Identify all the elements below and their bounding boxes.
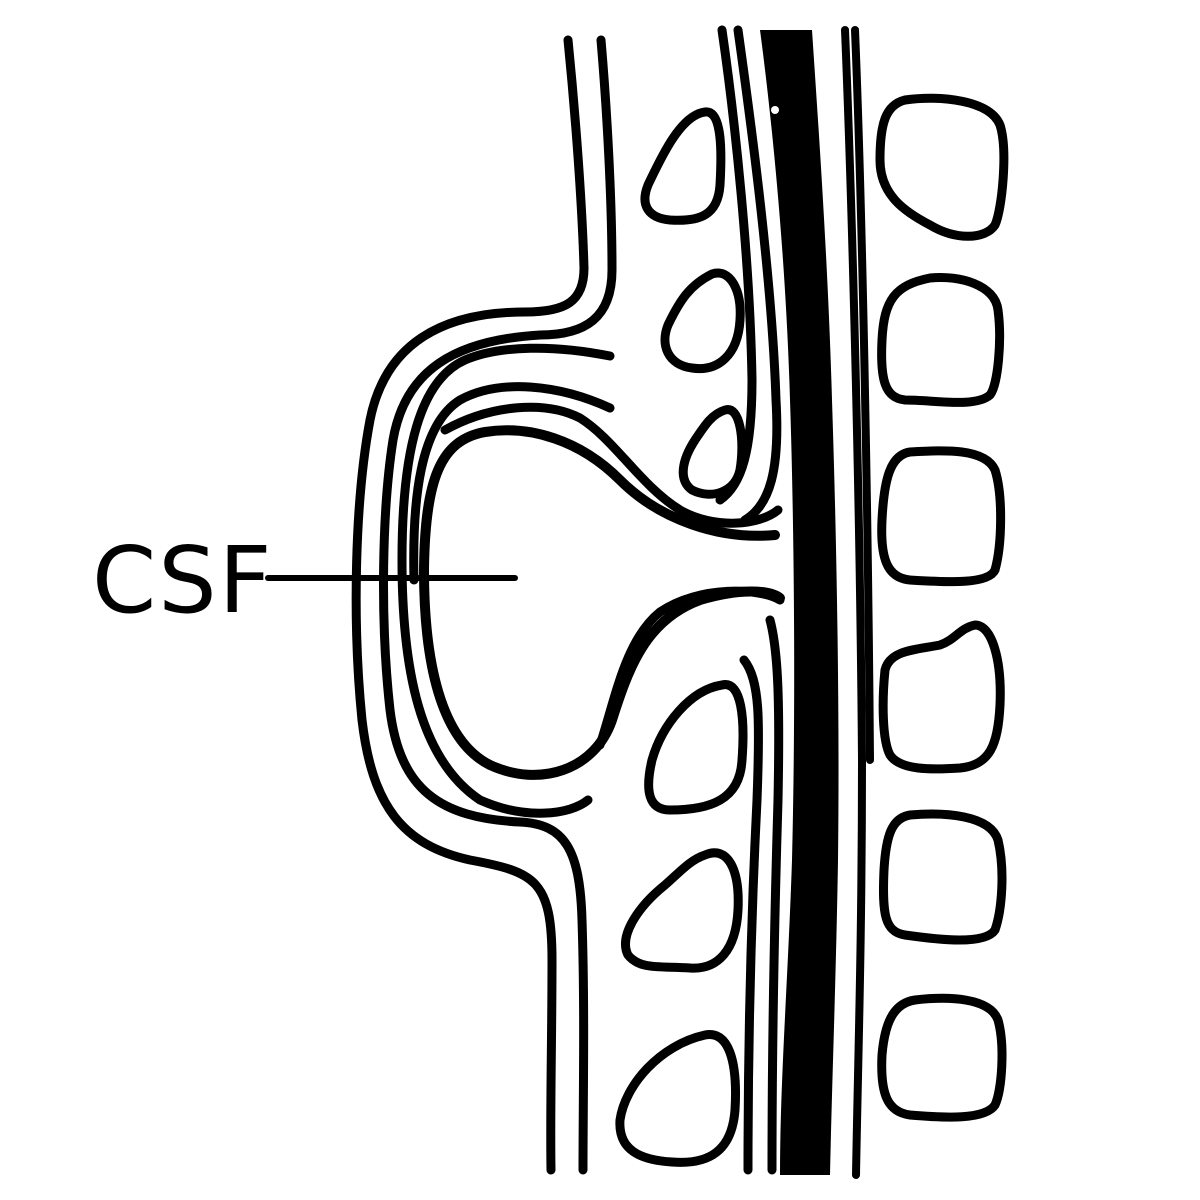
posterior-element-6: [615, 1030, 740, 1167]
dura-line: [397, 343, 615, 818]
anterior-line-2: [851, 26, 874, 764]
posterior-element-3: [678, 405, 747, 499]
spinal-cord: [760, 30, 839, 1175]
posterior-element-5: [621, 848, 743, 973]
posterior-element-2: [660, 268, 745, 374]
vertebral-body-5: [878, 809, 1007, 945]
anterior-line-1: [841, 26, 866, 1179]
vertebral-body-3: [877, 446, 1006, 587]
vertebral-body-6: [877, 993, 1007, 1122]
cord-highlight: [771, 106, 779, 114]
arachnoid-line: [409, 382, 615, 585]
canal-line-lower-inner: [765, 615, 784, 1175]
vertebral-body-2: [877, 272, 1005, 407]
csf-label: CSF: [92, 527, 274, 634]
posterior-element-1: [640, 107, 726, 225]
posterior-element-4: [644, 680, 748, 815]
skin-outer-line: [351, 35, 589, 1175]
canal-line-lower: [739, 655, 764, 1175]
neural-line-upper: [440, 402, 783, 528]
csf-sac-outline: [419, 425, 785, 780]
vertebral-body-1: [875, 93, 1009, 241]
vertebral-body-4: [878, 620, 1005, 774]
neural-line-lower: [595, 586, 785, 750]
canal-line-upper-inner: [733, 25, 782, 525]
